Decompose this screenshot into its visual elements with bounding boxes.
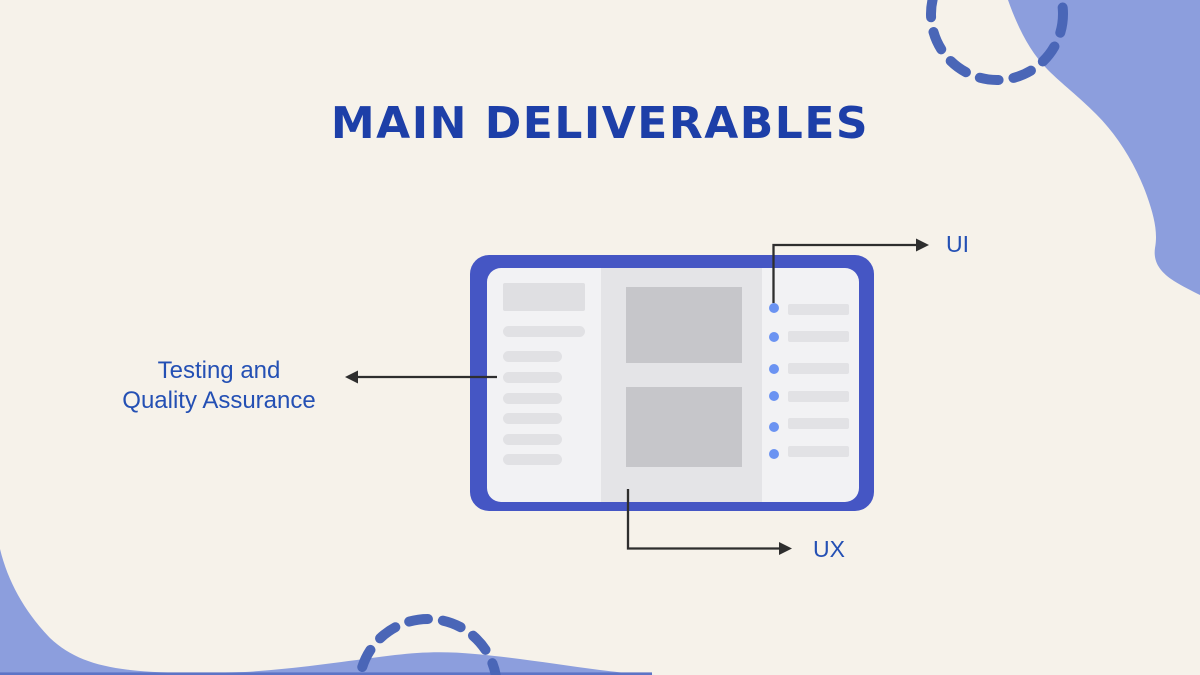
tablet-screen: [487, 268, 859, 502]
content-strip: [601, 268, 762, 502]
list-bullet-dot: [769, 332, 779, 342]
callout-ux-label: UX: [813, 536, 845, 562]
list-line: [788, 363, 849, 374]
list-bullet-dot: [769, 303, 779, 313]
callout-testing-line1: Testing and: [157, 357, 281, 384]
sidebar-line: [503, 372, 562, 383]
list-line: [788, 331, 849, 342]
list-bullet-dot: [769, 449, 779, 459]
image-placeholder: [626, 287, 742, 363]
list-line: [788, 446, 849, 457]
dashed-circle-top: [926, 0, 1068, 85]
tablet-frame: [470, 255, 874, 511]
sidebar-line: [503, 351, 562, 362]
sidebar-line: [503, 413, 562, 424]
callout-testing-line2: Quality Assurance: [122, 387, 316, 414]
callout-ui-label: UI: [946, 231, 969, 257]
sidebar-line: [503, 454, 562, 465]
list-line: [788, 418, 849, 429]
list-bullet-dot: [769, 422, 779, 432]
list-line: [788, 391, 849, 402]
sidebar-line: [503, 326, 585, 337]
list-bullet-dot: [769, 391, 779, 401]
sidebar-line: [503, 393, 562, 404]
list-line: [788, 304, 849, 315]
list-bullet-dot: [769, 364, 779, 374]
callout-testing-label: Testing and Quality Assurance: [84, 356, 354, 416]
bottom-left-blob-wave: [0, 549, 655, 675]
sidebar-line: [503, 434, 562, 445]
dashed-arc-bottom: [355, 614, 501, 675]
sidebar-header-block: [503, 283, 585, 311]
image-placeholder: [626, 387, 742, 467]
slide-title: MAIN DELIVERABLES: [330, 98, 870, 149]
